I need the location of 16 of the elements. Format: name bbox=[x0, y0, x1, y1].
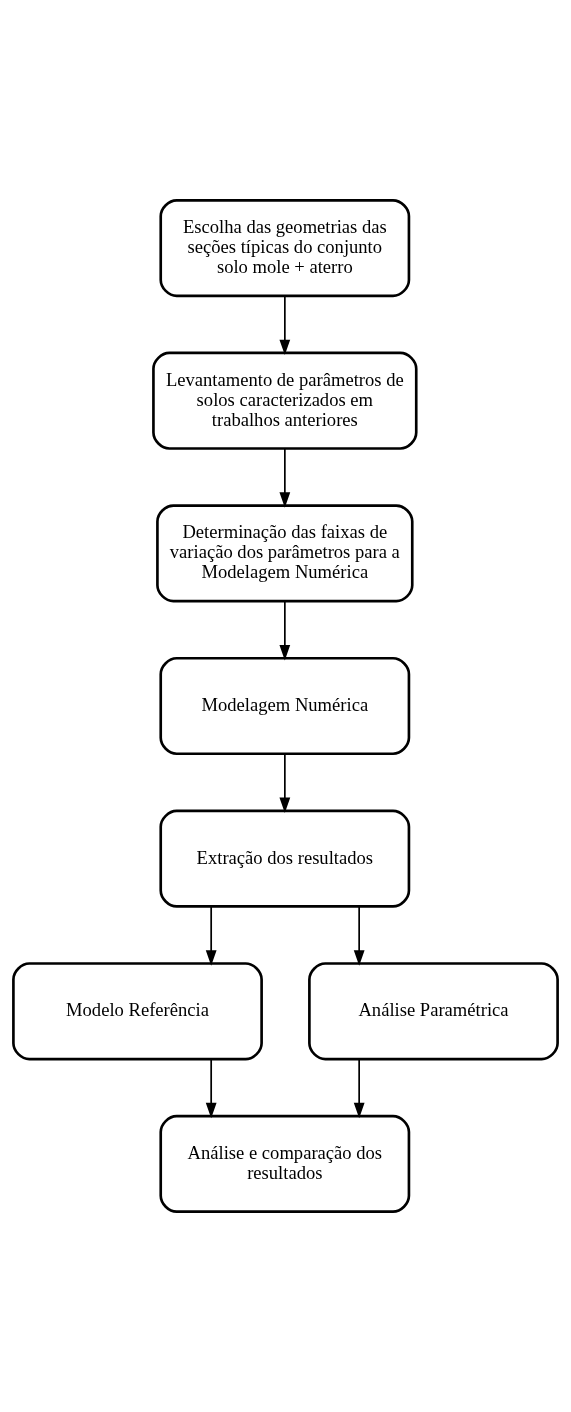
arrow bbox=[205, 1058, 217, 1119]
arrow bbox=[279, 753, 291, 813]
arrow bbox=[279, 447, 291, 508]
node-box: Análise Paramétrica bbox=[308, 962, 559, 1061]
node-box: Determinação das faixas de variação dos parâmetros para a Modelagem Numérica bbox=[156, 504, 414, 603]
node-box: Análise e comparação dos resultados bbox=[159, 1114, 411, 1213]
node-box: Escolha das geometrias das seções típicas do conjunto solo mole + aterro bbox=[159, 199, 411, 298]
arrow bbox=[279, 295, 291, 356]
node-box: Modelo Referência bbox=[12, 962, 263, 1061]
arrow bbox=[205, 905, 217, 966]
arrow bbox=[353, 905, 365, 966]
node-box: Extração dos resultados bbox=[159, 809, 411, 908]
arrow bbox=[353, 1058, 365, 1119]
arrow bbox=[279, 600, 291, 661]
node-box: Levantamento de parâmetros de solos caracterizados em trabalhos anteriores bbox=[152, 351, 418, 450]
node-box: Modelagem Numérica bbox=[159, 656, 411, 756]
